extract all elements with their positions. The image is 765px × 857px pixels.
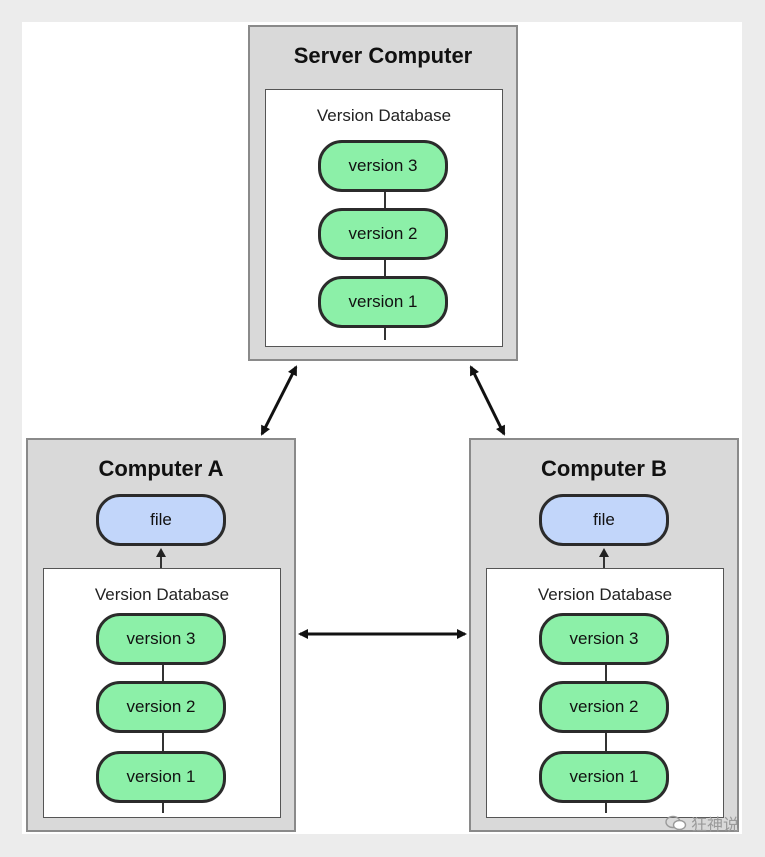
computer-b-file-arrowhead [599, 548, 609, 557]
computer-a-version-database: Version Database version 3 version 2 ver… [43, 568, 281, 818]
computer-a: Computer A file Version Database version… [26, 438, 296, 832]
computer-b-file: file [539, 494, 669, 546]
server-version-3: version 3 [318, 140, 448, 192]
computer-b-version-3: version 3 [539, 613, 669, 665]
server-computer-title: Server Computer [293, 43, 473, 68]
arrow-server-to-computer-a [260, 365, 298, 436]
server-computer: Server Computer Version Database version… [248, 25, 518, 361]
watermark: 狂神说 [665, 811, 739, 835]
watermark-text: 狂神说 [690, 817, 739, 834]
server-db-label: Version Database [316, 106, 452, 125]
computer-a-file: file [96, 494, 226, 546]
computer-a-version-3: version 3 [96, 613, 226, 665]
server-version-2: version 2 [318, 208, 448, 260]
server-version-1: version 1 [318, 276, 448, 328]
computer-b-title: Computer B [541, 456, 667, 481]
computer-b-version-1: version 1 [539, 751, 669, 803]
computer-a-version-1: version 1 [96, 751, 226, 803]
server-version-database: Version Database version 3 version 2 ver… [265, 89, 503, 347]
computer-b-version-2: version 2 [539, 681, 669, 733]
computer-b: Computer B file Version Database version… [469, 438, 739, 832]
computer-b-file-connector [603, 556, 605, 570]
computer-a-title: Computer A [98, 456, 224, 481]
wechat-icon [665, 815, 687, 831]
computer-b-db-label: Version Database [537, 585, 673, 604]
computer-b-version-database: Version Database version 3 version 2 ver… [486, 568, 724, 818]
computer-a-version-2: version 2 [96, 681, 226, 733]
diagram-canvas: Server Computer Version Database version… [22, 22, 742, 834]
computer-a-db-label: Version Database [94, 585, 230, 604]
arrow-server-to-computer-b [469, 365, 506, 436]
computer-a-file-arrowhead [156, 548, 166, 557]
computer-a-version-connector [162, 665, 164, 813]
computer-b-version-connector [605, 665, 607, 813]
server-version-connector [384, 190, 386, 340]
computer-a-file-connector [160, 556, 162, 570]
sync-arrows [260, 365, 506, 639]
